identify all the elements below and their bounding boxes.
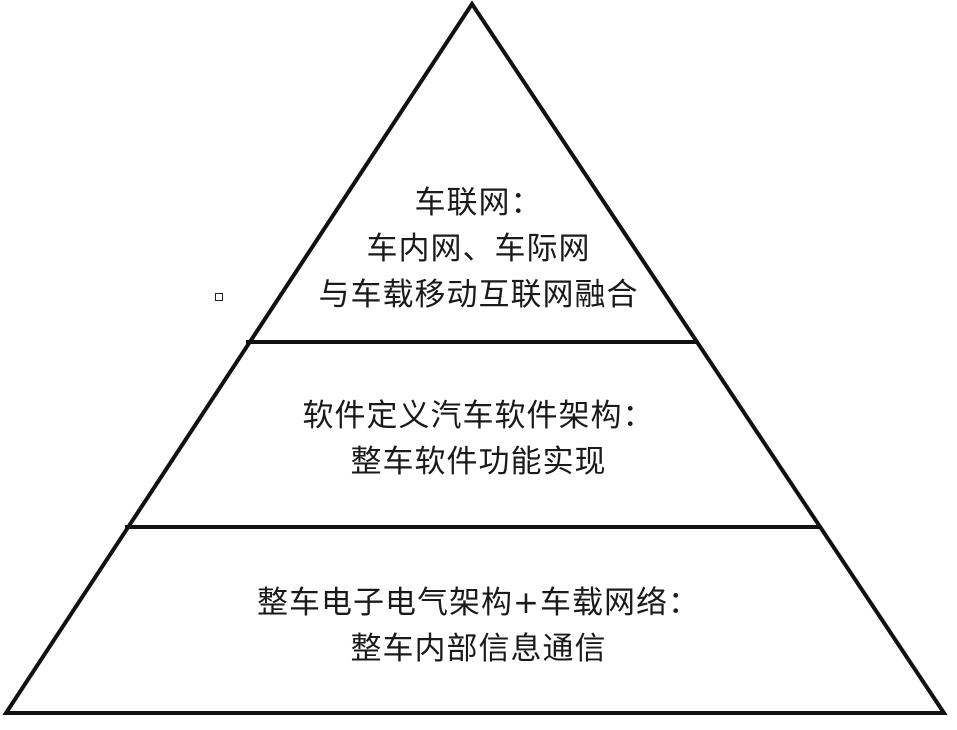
tier-bottom-line-2: 整车内部信息通信 (350, 631, 607, 667)
tier-top-line-2: 车内网、车际网 (366, 231, 591, 267)
tier-bottom-label: 整车电子电气架构+车载网络： 整车内部信息通信 (0, 580, 957, 672)
tier-middle-line-1: 软件定义汽车软件架构： (302, 398, 655, 434)
tier-bottom-line-1: 整车电子电气架构+车载网络： (257, 585, 700, 621)
pyramid-outline (2, 0, 948, 715)
tier-top-label: 车联网： 车内网、车际网 与车载移动互联网融合 (0, 180, 957, 318)
tier-top-line-1: 车联网： (414, 185, 543, 221)
small-square-mark (215, 293, 223, 301)
tier-middle-line-2: 整车软件功能实现 (350, 444, 607, 480)
tier-middle-label: 软件定义汽车软件架构： 整车软件功能实现 (0, 393, 957, 485)
tier-top-line-3: 与车载移动互联网融合 (318, 277, 639, 313)
